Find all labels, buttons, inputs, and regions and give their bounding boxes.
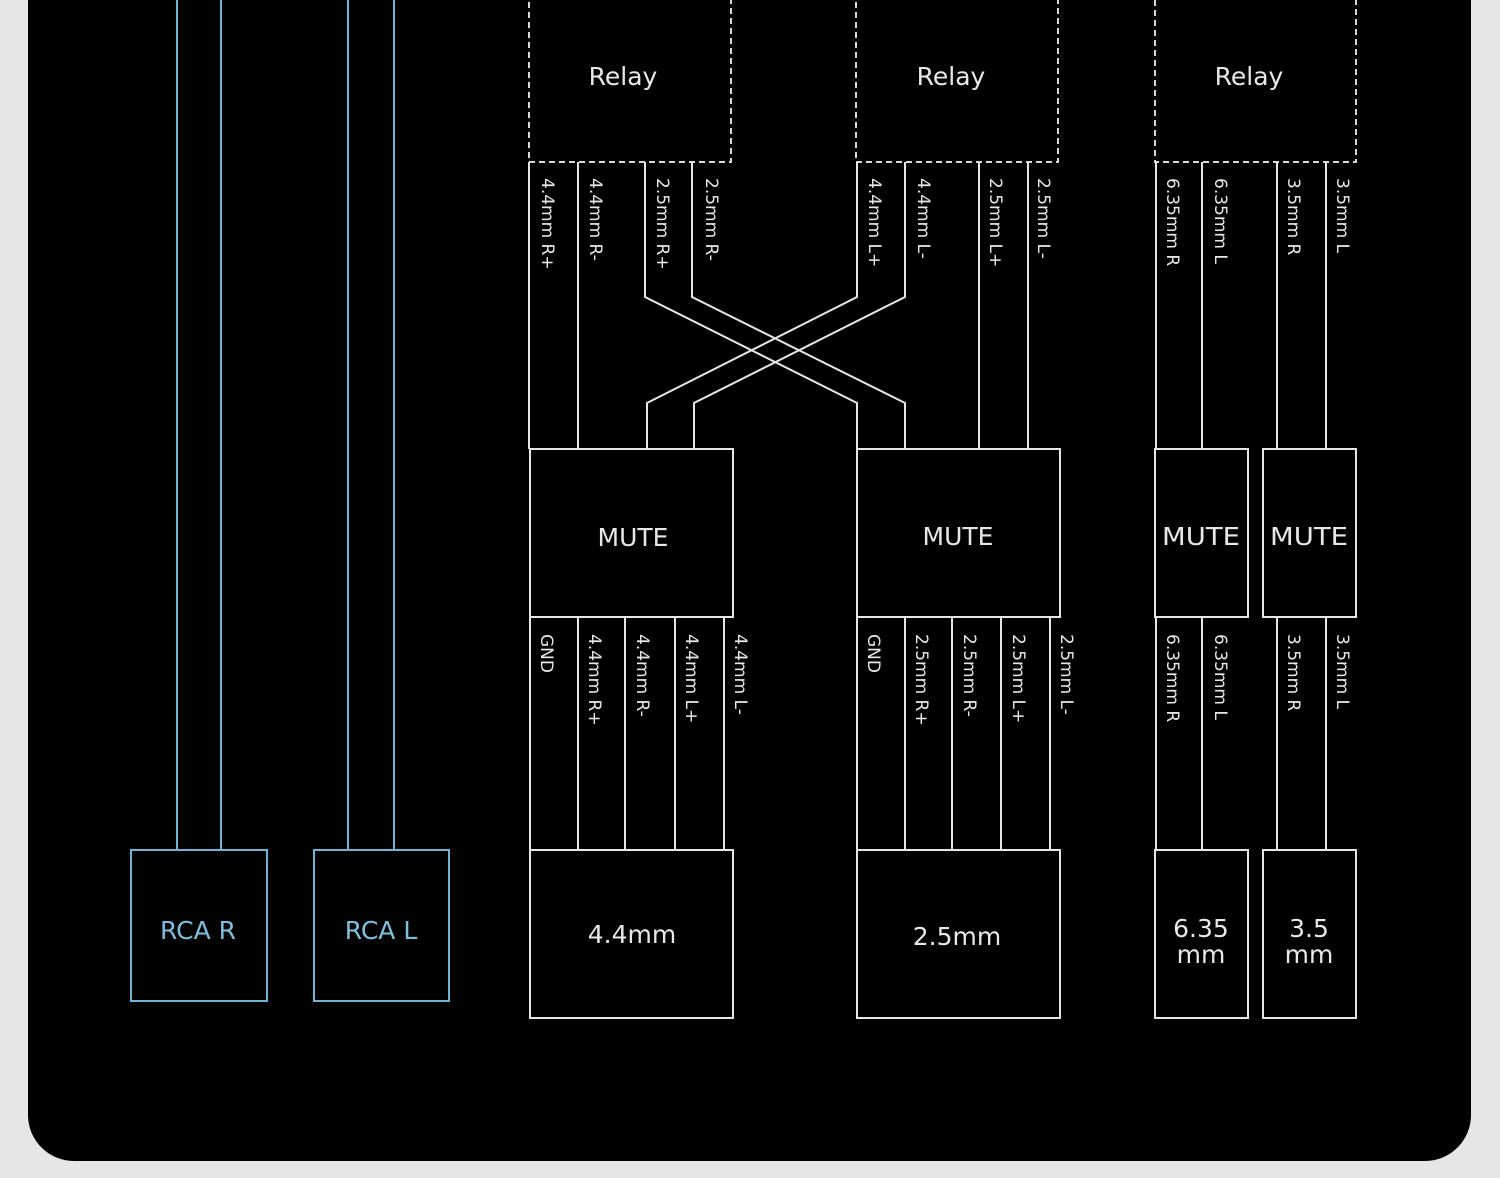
rca-r-label: RCA R [160,916,236,945]
pin-label: GND [863,634,883,673]
pin-label: 4.4mm R+ [537,178,557,270]
relay-box-3 [1154,0,1357,163]
pin-label: 3.5mm L [1332,634,1352,710]
pin-label: 4.4mm L+ [864,178,884,267]
output-box-2.5mm [856,849,1061,1019]
pin-label: 2.5mm R- [701,178,721,261]
pin-label: 3.5mm R [1283,178,1303,256]
output-boxes [529,849,1357,1019]
pin-label: 4.4mm L- [913,178,933,259]
mute-pin-labels: GND 4.4mm R+ 4.4mm R- 4.4mm L+ 4.4mm L- … [536,634,1352,726]
mute-box-1 [529,448,734,618]
rca-l-box [313,849,450,1002]
relay-box-1 [528,0,732,163]
mute-label-1: MUTE [598,523,669,552]
rca-wires [176,0,395,850]
relay-box-2 [855,0,1059,163]
output-box-4.4mm [529,849,734,1019]
relay-boxes [528,0,1357,163]
output-label-6.35-line2: mm [1177,940,1226,969]
mute-label-4: MUTE [1270,522,1348,551]
pin-label: 6.35mm L [1210,178,1230,264]
output-label-4.4mm: 4.4mm [588,920,676,949]
output-label-2.5mm: 2.5mm [913,922,1001,951]
relay-to-mute-wires [528,162,1327,449]
rca-l-label: RCA L [345,916,418,945]
wire-4.4-l-plus-cross [646,162,858,449]
box-labels: Relay Relay Relay MUTE MUTE MUTE MUTE 4.… [160,62,1348,969]
wire-2.5-r-plus-cross [644,162,858,449]
pin-label: 2.5mm L+ [985,178,1005,267]
pin-label: 6.35mm R [1162,178,1182,266]
pin-label: 2.5mm L- [1056,634,1076,715]
pin-label: 4.4mm R- [632,634,652,717]
mute-box-4 [1262,448,1357,618]
relay-pin-labels: 4.4mm R+ 4.4mm R- 2.5mm R+ 2.5mm R- 4.4m… [537,178,1352,270]
mute-box-3 [1154,448,1249,618]
pin-label: 2.5mm R- [959,634,979,717]
pin-label: 3.5mm L [1332,178,1352,254]
mute-to-output-wires [529,617,1327,850]
relay-label-2: Relay [917,62,986,91]
pin-label: 6.35mm R [1162,634,1182,722]
mute-box-2 [856,448,1061,618]
output-label-6.35-line1: 6.35 [1173,914,1229,943]
relay-label-3: Relay [1215,62,1284,91]
mute-label-2: MUTE [923,522,994,551]
pin-label: 2.5mm L- [1033,178,1053,259]
output-label-3.5-line2: mm [1285,940,1334,969]
pin-label: 4.4mm R- [585,178,605,261]
wire-4.4-l-minus-cross [693,162,906,449]
pin-label: GND [536,634,556,673]
output-box-3.5mm [1262,849,1357,1019]
pin-label: 2.5mm R+ [652,178,672,270]
rca-r-box [130,849,268,1002]
output-box-6.35mm [1154,849,1249,1019]
pin-label: 4.4mm R+ [584,634,604,726]
pin-label: 6.35mm L [1210,634,1230,720]
pin-label: 4.4mm L- [730,634,750,715]
mute-boxes [529,448,1357,618]
pin-label: 2.5mm L+ [1008,634,1028,723]
pin-label: 3.5mm R [1283,634,1303,712]
pin-label: 2.5mm R+ [911,634,931,726]
relay-label-1: Relay [589,62,658,91]
pin-label: 4.4mm L+ [681,634,701,723]
mute-label-3: MUTE [1162,522,1240,551]
output-label-3.5-line1: 3.5 [1289,914,1329,943]
rca-boxes [130,849,450,1002]
